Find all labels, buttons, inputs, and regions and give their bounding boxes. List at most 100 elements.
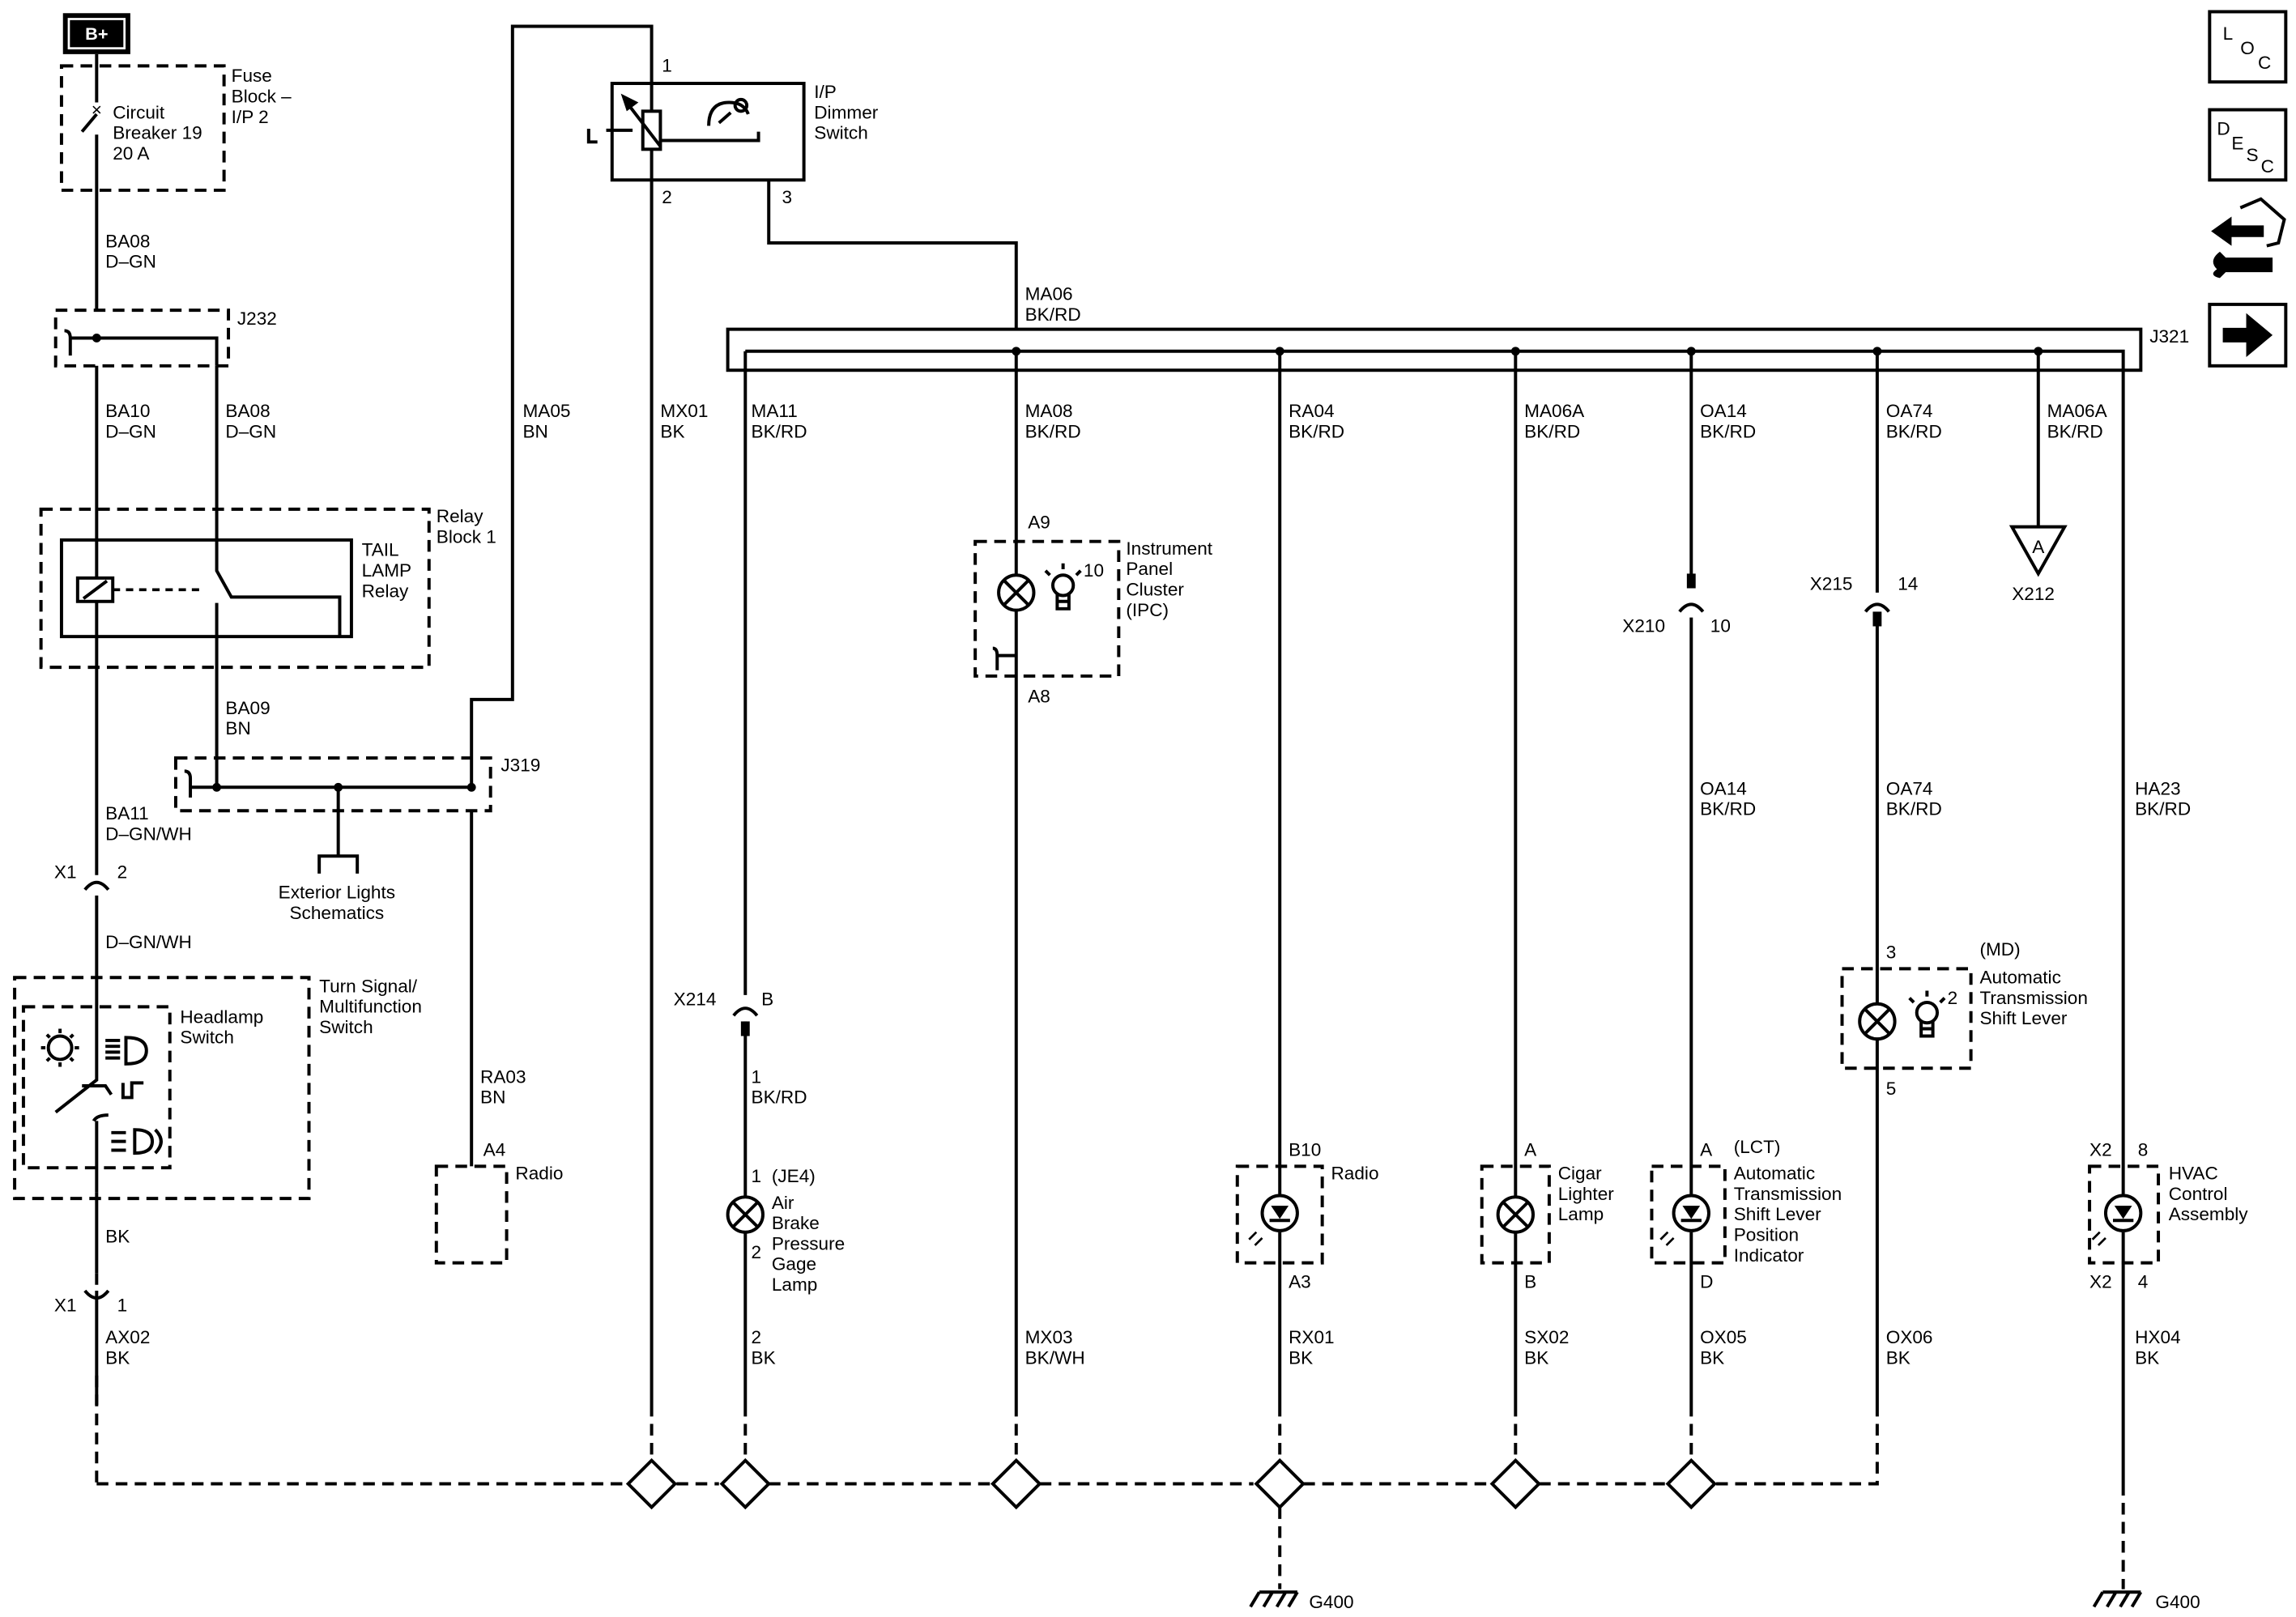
svg-text:X212: X212 bbox=[2012, 584, 2055, 604]
wire-ma06a-1-id: MA06A bbox=[1524, 401, 1585, 421]
bulb-icon bbox=[1908, 990, 1946, 1038]
wire-oa74-top-id: OA74 bbox=[1886, 401, 1933, 421]
svg-text:A: A bbox=[1524, 1140, 1537, 1160]
wire-ha23-id: HA23 bbox=[2135, 778, 2180, 798]
svg-text:Gage: Gage bbox=[772, 1254, 816, 1274]
wire-ba09-id: BA09 bbox=[225, 698, 270, 718]
exterior-lights-ref-icon bbox=[317, 787, 360, 874]
hvac-control-assembly: X2 8 X2 4 HVAC Control Assembly bbox=[2088, 1140, 2248, 1291]
repair-procedure-icon[interactable] bbox=[2211, 197, 2286, 279]
svg-text:O: O bbox=[2240, 38, 2255, 58]
connector-x1-top: X1 2 bbox=[54, 862, 127, 1010]
breaker-label-2: Breaker 19 bbox=[113, 123, 202, 143]
splice-j319: J319 bbox=[173, 755, 540, 874]
wire-ma11-color: BK/RD bbox=[752, 421, 807, 441]
svg-text:Switch: Switch bbox=[814, 123, 868, 143]
svg-text:Position: Position bbox=[1734, 1225, 1799, 1245]
wire-ra04-color: BK/RD bbox=[1289, 421, 1344, 441]
svg-text:(LCT): (LCT) bbox=[1734, 1137, 1781, 1157]
svg-text:3: 3 bbox=[1886, 943, 1897, 963]
wire-ox05-id: OX05 bbox=[1700, 1327, 1747, 1347]
wire-dgnwh-label: D–GN/WH bbox=[105, 932, 192, 952]
wire-ha23-color: BK/RD bbox=[2135, 799, 2191, 819]
j232-label: J232 bbox=[237, 309, 277, 329]
turn-signal-switch: Turn Signal/ Multifunction Switch Headla… bbox=[13, 976, 422, 1274]
svg-text:2: 2 bbox=[752, 1327, 762, 1347]
wire-ox06-color: BK bbox=[1886, 1347, 1910, 1368]
wire-ba11-id: BA11 bbox=[105, 803, 149, 823]
power-source-label: B+ bbox=[85, 23, 108, 44]
svg-text:D: D bbox=[2217, 118, 2230, 138]
svg-text:2: 2 bbox=[117, 862, 128, 882]
relay-block-label-1: Relay bbox=[437, 506, 483, 526]
connector-x210: X210 10 bbox=[1622, 602, 1731, 636]
svg-text:D: D bbox=[1700, 1271, 1713, 1291]
wire-ma05-id: MA05 bbox=[522, 401, 570, 421]
bulb-icon bbox=[1044, 563, 1082, 611]
svg-text:L: L bbox=[2223, 23, 2234, 44]
svg-text:Lamp: Lamp bbox=[772, 1274, 817, 1295]
svg-text:2: 2 bbox=[662, 187, 672, 207]
headlamp-switch-label-1: Headlamp bbox=[180, 1006, 263, 1027]
svg-text:2: 2 bbox=[752, 1242, 762, 1262]
wire-ma05-color: BN bbox=[522, 421, 547, 441]
svg-text:Cigar: Cigar bbox=[1558, 1164, 1602, 1184]
svg-text:S: S bbox=[2247, 145, 2259, 165]
svg-text:10: 10 bbox=[1710, 616, 1731, 636]
location-button[interactable]: L O C bbox=[2208, 10, 2288, 84]
wire-oa14-top-id: OA14 bbox=[1700, 401, 1747, 421]
svg-text:X1: X1 bbox=[54, 1295, 77, 1315]
svg-text:14: 14 bbox=[1898, 573, 1918, 594]
description-button[interactable]: D E S C bbox=[2208, 108, 2288, 182]
wire-hx04-id: HX04 bbox=[2135, 1327, 2180, 1347]
wire-ba10-color: D–GN bbox=[105, 421, 156, 441]
svg-text:B10: B10 bbox=[1289, 1140, 1321, 1160]
wire-ba08-top-color: D–GN bbox=[105, 252, 156, 272]
dimmer-gauge-icon bbox=[707, 97, 750, 126]
svg-text:×: × bbox=[92, 100, 102, 120]
svg-text:X210: X210 bbox=[1622, 616, 1665, 636]
ip-dimmer-switch: 1 2 3 I/P Dimmer Switch bbox=[586, 56, 879, 207]
j319-label: J319 bbox=[501, 755, 540, 775]
turn-signal-label-1: Turn Signal/ bbox=[319, 976, 418, 996]
svg-text:X1: X1 bbox=[54, 862, 77, 882]
wire-mx01-id: MX01 bbox=[660, 401, 708, 421]
wire-sx02-id: SX02 bbox=[1524, 1327, 1569, 1347]
svg-text:E: E bbox=[2231, 133, 2243, 153]
svg-text:Transmission: Transmission bbox=[1979, 988, 2087, 1008]
turn-signal-label-3: Switch bbox=[319, 1017, 373, 1037]
wire-oa14-bot-color: BK/RD bbox=[1700, 799, 1756, 819]
svg-text:A: A bbox=[1700, 1140, 1713, 1160]
svg-text:Cluster: Cluster bbox=[1126, 580, 1184, 600]
svg-text:A3: A3 bbox=[1289, 1271, 1311, 1291]
svg-text:1: 1 bbox=[117, 1295, 128, 1315]
svg-text:Automatic: Automatic bbox=[1734, 1164, 1815, 1184]
power-source: B+ bbox=[62, 13, 130, 54]
wire-ra03-id: RA03 bbox=[480, 1066, 526, 1087]
shift-position-indicator: A D (LCT) Automatic Transmission Shift L… bbox=[1650, 1137, 1842, 1291]
wire-rx01-id: RX01 bbox=[1289, 1327, 1334, 1347]
ground-diamonds bbox=[625, 1457, 1718, 1510]
turn-signal-label-2: Multifunction bbox=[319, 997, 422, 1017]
headlamp-switch-label-2: Switch bbox=[180, 1028, 234, 1048]
wire-hx04-color: BK bbox=[2135, 1347, 2159, 1368]
svg-text:J321: J321 bbox=[2149, 326, 2189, 347]
ground-g400-right: G400 bbox=[2092, 1590, 2200, 1612]
svg-text:8: 8 bbox=[2138, 1140, 2149, 1160]
wire-ma06a-1-color: BK/RD bbox=[1524, 421, 1580, 441]
instrument-panel-cluster: A9 A8 10 Instrument Panel Cluster (IPC) bbox=[973, 512, 1213, 706]
svg-text:X214: X214 bbox=[674, 989, 717, 1010]
bk-label: BK bbox=[105, 1226, 130, 1246]
fuse-block-label-3: I/P 2 bbox=[232, 107, 269, 127]
parklamp-icon bbox=[111, 1128, 163, 1155]
radio-right: B10 Radio A3 bbox=[1235, 1140, 1379, 1291]
wire-ba08-mid-id: BA08 bbox=[225, 401, 270, 421]
next-arrow-button[interactable] bbox=[2208, 302, 2288, 368]
svg-text:B: B bbox=[1524, 1271, 1536, 1291]
svg-text:Radio: Radio bbox=[1331, 1164, 1379, 1184]
wire-mx03-color: BK/WH bbox=[1025, 1347, 1085, 1368]
svg-text:A4: A4 bbox=[483, 1140, 506, 1160]
svg-text:B: B bbox=[761, 989, 773, 1010]
headlamp-icon bbox=[105, 1036, 148, 1066]
connector-x215: X215 14 bbox=[1810, 573, 1918, 627]
